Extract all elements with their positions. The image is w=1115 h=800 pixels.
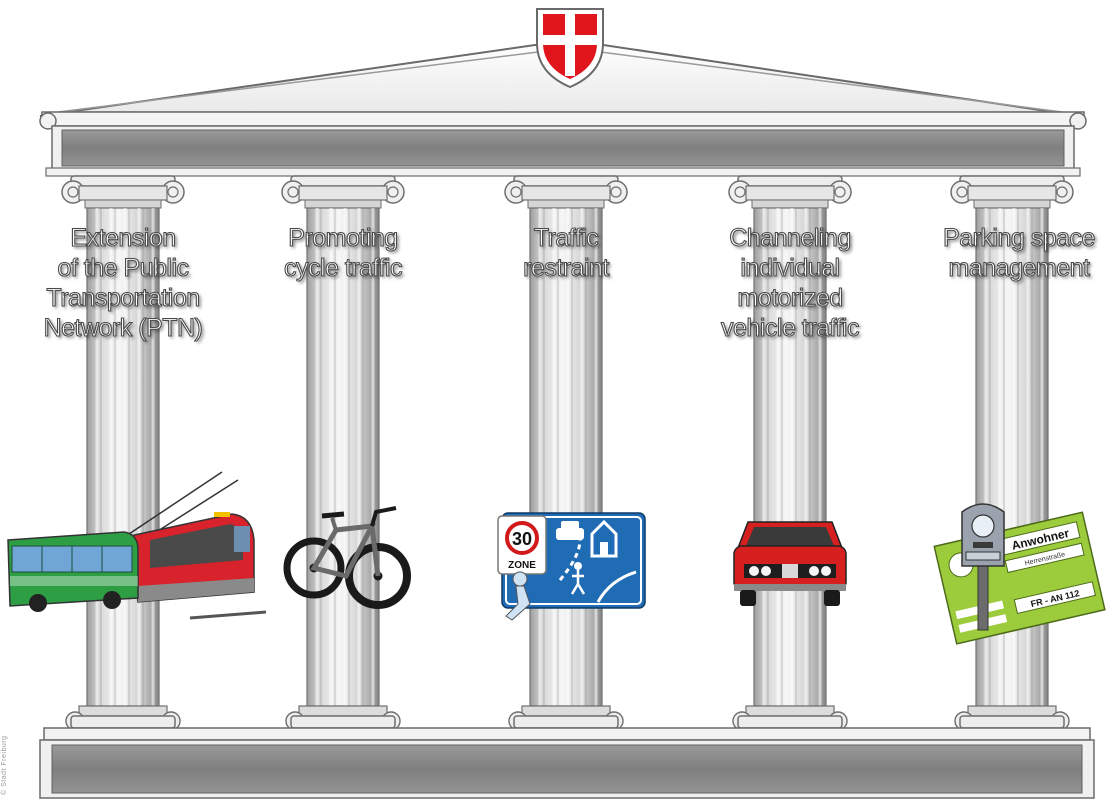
traffic-calming-zone-sign-icon: 30 ZONE [497, 512, 646, 621]
label-line: Traffic [533, 223, 599, 252]
bus-and-tram-icon [7, 471, 267, 620]
frieze-beam [45, 125, 1081, 177]
label-line: motorized [737, 283, 844, 312]
label-line: Promoting [288, 223, 399, 252]
speed-limit-number: 30 [512, 529, 532, 549]
label-line: cycle traffic [283, 253, 403, 282]
zone-label: ZONE [508, 560, 536, 571]
side-credit: © Stadt Freiburg [1, 735, 8, 795]
red-car-icon [733, 521, 847, 606]
coat-of-arms-shield-icon [536, 8, 604, 89]
pillar-label-motorized-traffic: Channeling individual motorized vehicle … [700, 223, 880, 343]
bicycle-icon [283, 506, 411, 609]
pillar-label-public-transport: Extension of the Public Transportation N… [23, 223, 223, 343]
temple-base [39, 727, 1095, 799]
label-line: Transportation [46, 283, 201, 312]
label-line: vehicle traffic [720, 313, 860, 342]
label-line: restraint [523, 253, 610, 282]
label-line: Network (PTN) [43, 313, 203, 342]
label-line: of the Public [57, 253, 190, 282]
label-line: Channeling [729, 223, 852, 252]
pillar-label-parking-management: Parking space management [924, 223, 1114, 283]
label-line: Parking space [942, 223, 1096, 252]
label-line: Extension [70, 223, 177, 252]
label-line: individual [740, 253, 841, 282]
pillar-label-traffic-restraint: Traffic restraint [506, 223, 626, 283]
parking-meter-and-permit-icon: Anwohner Herrenstraße FR - AN 112 [933, 503, 1106, 645]
pillar-label-cycle-traffic: Promoting cycle traffic [273, 223, 413, 283]
label-line: management [948, 253, 1091, 282]
